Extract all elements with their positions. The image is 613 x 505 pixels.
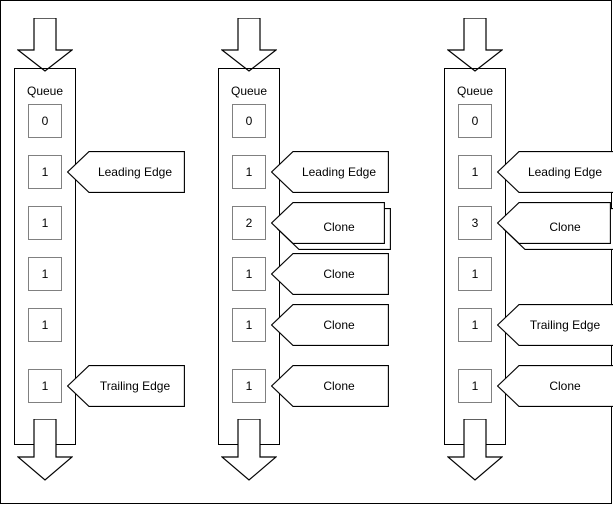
callout-banner[interactable]: Trailing Edge: [497, 304, 613, 346]
queue-slot-value: 1: [41, 379, 49, 393]
queue-slot: 2: [232, 206, 266, 240]
callout-shape: [67, 151, 185, 193]
queue-label: Queue: [456, 84, 494, 98]
queue-in-arrow-icon: [447, 18, 503, 72]
queue-slot: 0: [458, 104, 492, 138]
queue-slot: 3: [458, 206, 492, 240]
callout-banner[interactable]: Clone: [497, 365, 613, 407]
callout-shape: [271, 365, 389, 407]
queue-slot: 1: [28, 257, 62, 291]
callout-banner[interactable]: Clone: [271, 304, 389, 346]
callout-banner[interactable]: Leading Edge: [67, 151, 185, 193]
queue-slot-value: 1: [471, 267, 479, 281]
queue-slot: 1: [28, 155, 62, 189]
callout-banner[interactable]: Clone: [497, 202, 613, 252]
queue-slot-value: 1: [41, 267, 49, 281]
callout-banner[interactable]: Trailing Edge: [67, 365, 185, 407]
queue-slot: 1: [458, 257, 492, 291]
queue-slot-value: 1: [41, 216, 49, 230]
queue-slot-value: 1: [245, 165, 253, 179]
callout-shape: [271, 202, 391, 250]
queue-slot-value: 1: [471, 165, 479, 179]
callout-shape: [497, 151, 613, 193]
queue-slot-value: 0: [471, 114, 479, 128]
callout-banner[interactable]: Leading Edge: [271, 151, 389, 193]
queue-slot: 1: [232, 308, 266, 342]
callout-shape: [497, 202, 613, 250]
callout-banner[interactable]: Leading Edge: [497, 151, 613, 193]
queue-slot: 0: [232, 104, 266, 138]
queue-slot-value: 1: [41, 165, 49, 179]
queue-slot-value: 1: [41, 318, 49, 332]
queue-out-arrow-icon: [447, 419, 503, 481]
queue-slot: 1: [28, 308, 62, 342]
queue-slot: 1: [458, 369, 492, 403]
queue-label: Queue: [26, 84, 64, 98]
queue-slot-value: 1: [471, 318, 479, 332]
queue-slot-value: 1: [245, 318, 253, 332]
queue-slot-value: 3: [471, 216, 479, 230]
queue-slot-value: 2: [245, 216, 253, 230]
queue-in-arrow-icon: [221, 18, 277, 72]
callout-shape: [271, 253, 389, 295]
queue-slot: 1: [232, 369, 266, 403]
queue-slot-value: 0: [245, 114, 253, 128]
queue-slot: 1: [458, 155, 492, 189]
queue-slot: 0: [28, 104, 62, 138]
queue-in-arrow-icon: [17, 18, 73, 72]
queue-out-arrow-icon: [221, 419, 277, 481]
queue-label: Queue: [230, 84, 268, 98]
callout-banner[interactable]: Clone: [271, 365, 389, 407]
queue-slot-value: 1: [245, 267, 253, 281]
callout-shape: [271, 304, 389, 346]
callout-banner[interactable]: Clone: [271, 253, 389, 295]
queue-out-arrow-icon: [17, 419, 73, 481]
callout-shape: [497, 365, 613, 407]
queue-slot: 1: [458, 308, 492, 342]
callout-banner[interactable]: Clone: [271, 202, 391, 252]
queue-slot: 1: [28, 369, 62, 403]
queue-slot-value: 1: [245, 379, 253, 393]
queue-slot: 1: [28, 206, 62, 240]
callout-shape: [67, 365, 185, 407]
callout-shape: [497, 304, 613, 346]
queue-slot: 1: [232, 155, 266, 189]
queue-slot-value: 0: [41, 114, 49, 128]
queue-slot: 1: [232, 257, 266, 291]
callout-shape: [271, 151, 389, 193]
queue-slot-value: 1: [471, 379, 479, 393]
